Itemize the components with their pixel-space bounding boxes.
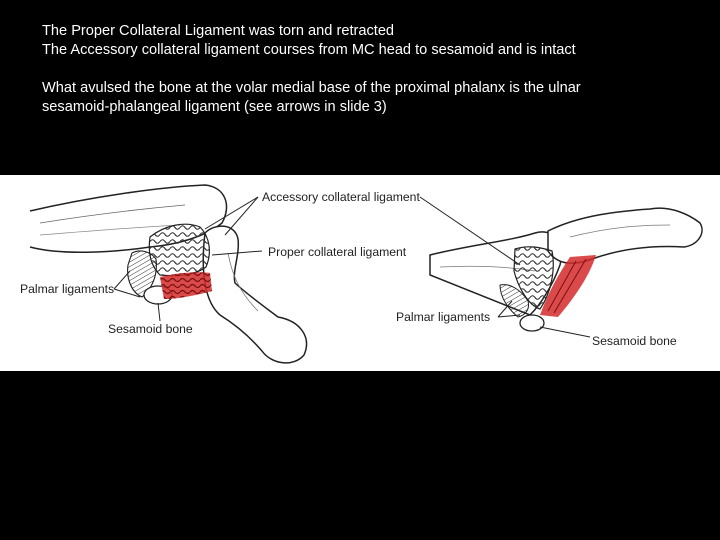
ligament-illustration: Accessory collateral ligament Proper col… — [0, 175, 720, 371]
ligament-diagram-svg: Accessory collateral ligament Proper col… — [20, 184, 703, 364]
line-avulsion-2: sesamoid-phalangeal ligament (see arrows… — [42, 99, 387, 115]
left-accessory-ligament — [148, 223, 210, 277]
right-palmar-label: Palmar ligaments — [396, 310, 490, 324]
right-accessory-ligament — [513, 246, 554, 310]
line-avulsion-1: What avulsed the bone at the volar media… — [42, 80, 581, 96]
right-thumb-drawing: Palmar ligaments Sesamoid bone — [396, 196, 703, 348]
paragraph-spacer — [42, 60, 702, 79]
left-proximal-phalanx-bone — [202, 225, 308, 364]
line-proper-torn: The Proper Collateral Ligament was torn … — [42, 23, 395, 39]
left-palmar-ligaments — [127, 250, 157, 298]
right-proximal-phalanx-bone — [547, 207, 703, 264]
right-sesamoid-label: Sesamoid bone — [592, 334, 677, 348]
left-thumb-drawing: Accessory collateral ligament Proper col… — [20, 184, 420, 364]
right-palmar-ligaments — [499, 284, 529, 318]
left-proper-label: Proper collateral ligament — [268, 245, 407, 259]
left-sesamoid-label: Sesamoid bone — [108, 322, 193, 336]
left-palmar-label: Palmar ligaments — [20, 282, 114, 296]
right-sesamoid-bone — [519, 314, 545, 332]
slide-text: The Proper Collateral Ligament was torn … — [42, 22, 702, 117]
line-accessory-intact: The Accessory collateral ligament course… — [42, 42, 576, 58]
right-sesamoid-phalangeal-ligament-highlight — [540, 255, 596, 317]
left-accessory-label: Accessory collateral ligament — [262, 190, 420, 204]
